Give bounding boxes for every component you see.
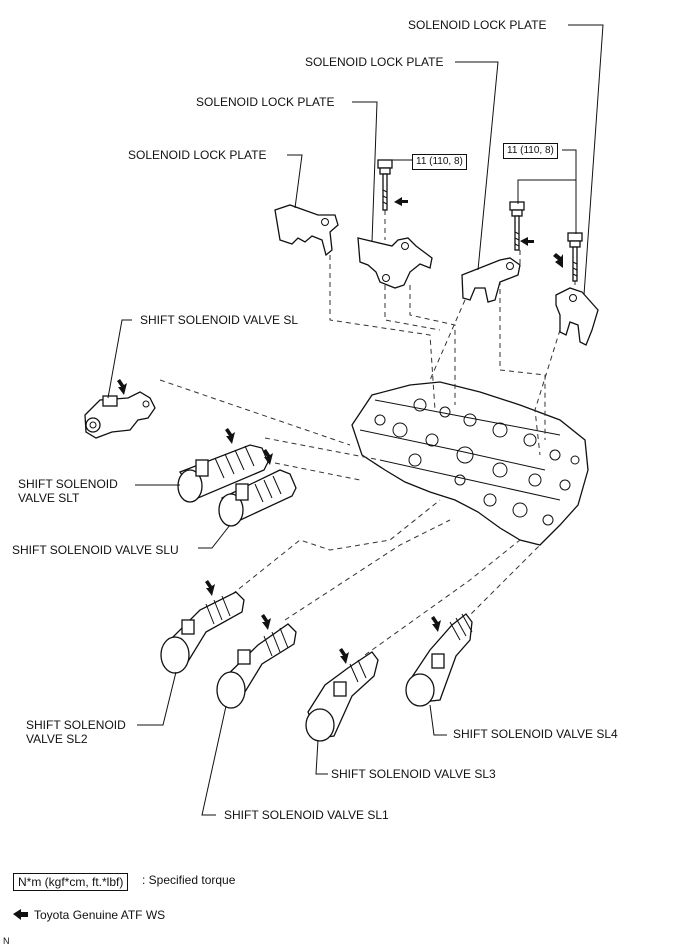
lock-plate-center: [357, 237, 433, 289]
lock-plate-right-center: [461, 257, 521, 303]
label-lock-plate-3: SOLENOID LOCK PLATE: [196, 95, 335, 109]
legend-torque-unit: N*m (kgf*cm, ft.*lbf): [13, 873, 129, 891]
leader-lines: [107, 24, 604, 816]
bolt-center: [377, 159, 393, 211]
lock-plate-left: [274, 204, 339, 257]
arrow-left-icon: [13, 909, 28, 920]
bolt-right-2: [567, 232, 583, 282]
label-solenoid-sl4: SHIFT SOLENOID VALVE SL4: [453, 727, 618, 741]
label-solenoid-slt: SHIFT SOLENOID VALVE SLT: [18, 477, 118, 505]
label-solenoid-sl1: SHIFT SOLENOID VALVE SL1: [224, 808, 389, 822]
solenoid-slu: [218, 469, 297, 527]
legend-torque-desc: : Specified torque: [142, 873, 236, 887]
legend-atf-desc: Toyota Genuine ATF WS: [34, 908, 166, 922]
label-solenoid-sl2: SHIFT SOLENOID VALVE SL2: [26, 718, 126, 746]
label-solenoid-sl3: SHIFT SOLENOID VALVE SL3: [331, 767, 496, 781]
assembly-lines: [159, 210, 576, 656]
lock-plate-right: [555, 287, 599, 346]
torque-box-center: 11 (110, 8): [412, 154, 467, 170]
valve-body: [351, 381, 589, 546]
solenoid-sl2: [160, 591, 245, 674]
bolt-right-1: [509, 201, 525, 251]
label-lock-plate-1: SOLENOID LOCK PLATE: [408, 18, 547, 32]
solenoid-sl: [84, 391, 156, 439]
atf-arrow-icons: [117, 197, 563, 664]
solenoid-sl3: [305, 651, 379, 742]
label-lock-plate-2: SOLENOID LOCK PLATE: [305, 55, 444, 69]
solenoid-sl1: [216, 623, 297, 709]
label-lock-plate-4: SOLENOID LOCK PLATE: [128, 148, 267, 162]
solenoid-sl4: [405, 613, 473, 707]
label-solenoid-slu: SHIFT SOLENOID VALVE SLU: [12, 543, 179, 557]
torque-box-right: 11 (110, 8): [503, 143, 558, 159]
label-solenoid-sl: SHIFT SOLENOID VALVE SL: [140, 313, 299, 327]
footer-code: N: [3, 936, 10, 946]
